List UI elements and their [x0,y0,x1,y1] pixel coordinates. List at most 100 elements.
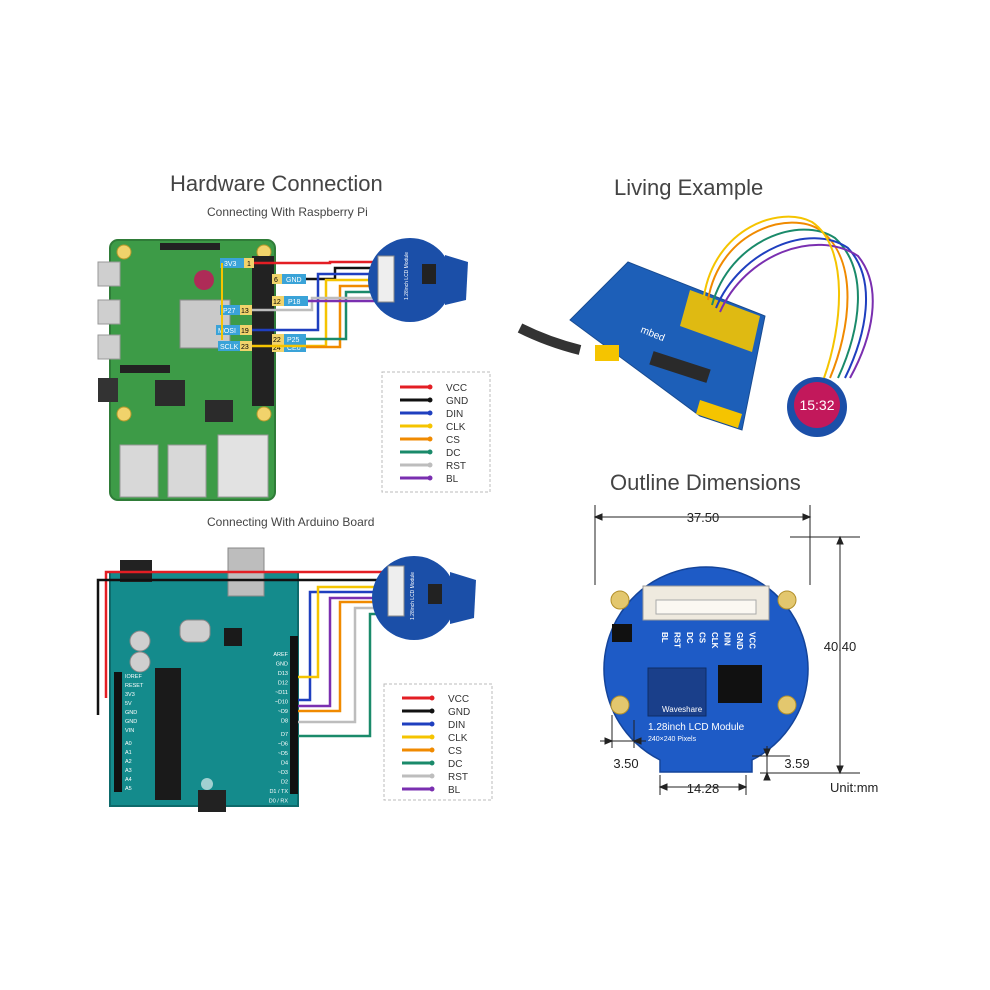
pin-22-number: 22 [273,337,281,344]
living-example-title: Living Example [614,175,764,200]
arduino-right-pin: D13 [278,671,288,677]
legend-wire-end [429,747,435,753]
arduino-lcd-module: 1.28inch LCD Module [372,556,476,640]
arduino-left-pin: GND [125,710,137,716]
pin-23-number: 23 [241,344,249,351]
outline-pin-gnd: GND [735,632,744,650]
arduino-right-pin: ~D10 [275,700,288,706]
outline-pin-dc: DC [685,632,694,644]
legend-label-cs: CS [448,746,462,757]
arduino-right-pin: D12 [278,681,288,687]
legend-label-bl: BL [446,474,459,485]
arduino-left-pin: A2 [125,759,132,765]
legend-wire-end [427,475,433,481]
pi-legend [381,371,491,493]
legend-wire-end [429,734,435,740]
hardware-connection-title: Hardware Connection [170,171,383,196]
pin-sclk-label: SCLK [220,344,239,351]
legend-wire-end [427,423,433,429]
pi-pin-labels: 3V3 1 6 GND 12 P18 P27 13 MOSI 19 22 P25… [216,258,308,352]
arduino-right-pin: D1 / TX [269,789,288,795]
living-example-photo: mbed 15:32 [517,215,874,437]
arduino-left-pin: 3V3 [125,692,135,698]
pin-p25-label: P25 [287,337,300,344]
outline-board: 1.28inch LCD Module 240×240 Pixels Waves… [603,566,809,773]
arduino-left-pin: RESET [125,683,144,689]
outline-pin-bl: BL [660,632,669,643]
arduino-right-pin: ~D5 [278,751,288,757]
outline-pin-vcc: VCC [748,632,757,649]
arduino-right-pin: ~D6 [278,742,288,748]
arduino-module-name: 1.28inch LCD Module [410,572,416,620]
legend-wire-end [427,410,433,416]
legend-label-gnd: GND [448,707,470,718]
pin-1-number: 1 [247,261,251,268]
legend-wire-end [427,384,433,390]
legend-label-bl: BL [448,785,461,796]
outline-pixels: 240×240 Pixels [648,736,697,743]
raspberry-pi-board [97,239,276,501]
arduino-right-pin: ~D11 [275,690,288,696]
pi-lcd-module: 1.28inch LCD Module [368,238,468,322]
raspberry-pi-subtitle: Connecting With Raspberry Pi [207,205,368,219]
legend-wire-end [429,773,435,779]
dimension-labels: 37.50 40.40 3.50 3.59 14.28 Unit:mm [613,510,878,796]
outline-pin-cs: CS [698,632,707,644]
pin-3v3-label: 3V3 [224,261,237,268]
pin-24-number: 24 [273,345,281,352]
legend-wire-end [427,397,433,403]
arduino-right-pin: D2 [281,780,288,786]
arduino-left-pin: A5 [125,786,132,792]
outline-brand: Waveshare [662,705,703,714]
legend-label-clk: CLK [446,422,466,433]
legend-label-gnd: GND [446,396,468,407]
arduino-right-pin: D4 [281,761,288,767]
arduino-right-pin: GND [276,662,288,668]
pi-wires [221,260,385,349]
dim-tab-height: 3.59 [784,756,809,771]
pin-p18-label: P18 [288,299,301,306]
pin-p27-label: P27 [223,308,236,315]
dimension-lines [593,505,860,795]
arduino-left-pin: A3 [125,768,132,774]
pin-mosi-label: MOSI [218,328,236,335]
arduino-right-pin: ~D9 [278,709,288,715]
legend-label-din: DIN [446,409,463,420]
outline-dimensions-title: Outline Dimensions [610,470,801,495]
outline-pin-rst: RST [673,632,682,648]
dim-width: 37.50 [687,510,720,525]
legend-wire-end [427,449,433,455]
arduino-right-pins: AREFGNDD13D12~D11~D10~D9D8D7~D6~D5D4~D3D… [269,652,289,805]
legend-wire-end [429,760,435,766]
arduino-right-pin: ~D3 [278,770,288,776]
legend-wire-end [429,786,435,792]
pi-module-name: 1.28inch LCD Module [404,252,410,300]
pin-6-number: 6 [274,277,278,284]
pin-ce0-label: CE0 [287,345,301,352]
arduino-left-pin: A1 [125,750,132,756]
legend-label-rst: RST [448,772,468,783]
arduino-subtitle: Connecting With Arduino Board [207,515,375,529]
pin-12-number: 12 [273,299,281,306]
legend-wire-end [429,721,435,727]
arduino-left-pin: A0 [125,741,132,747]
pin-13-number: 13 [241,308,249,315]
living-screen-time: 15:32 [799,397,834,413]
legend-label-dc: DC [448,759,462,770]
outline-pin-clk: CLK [710,632,719,649]
legend-label-dc: DC [446,448,460,459]
legend-wire-end [427,462,433,468]
arduino-left-pin: 5V [125,701,132,707]
arduino-right-pin: AREF [273,652,288,658]
legend-wire-end [429,708,435,714]
pin-gnd-label: GND [286,277,302,284]
outline-pin-din: DIN [723,632,732,646]
arduino-left-pin: IOREF [125,674,142,680]
arduino-legend [383,683,493,801]
dim-hole: 3.50 [613,756,638,771]
